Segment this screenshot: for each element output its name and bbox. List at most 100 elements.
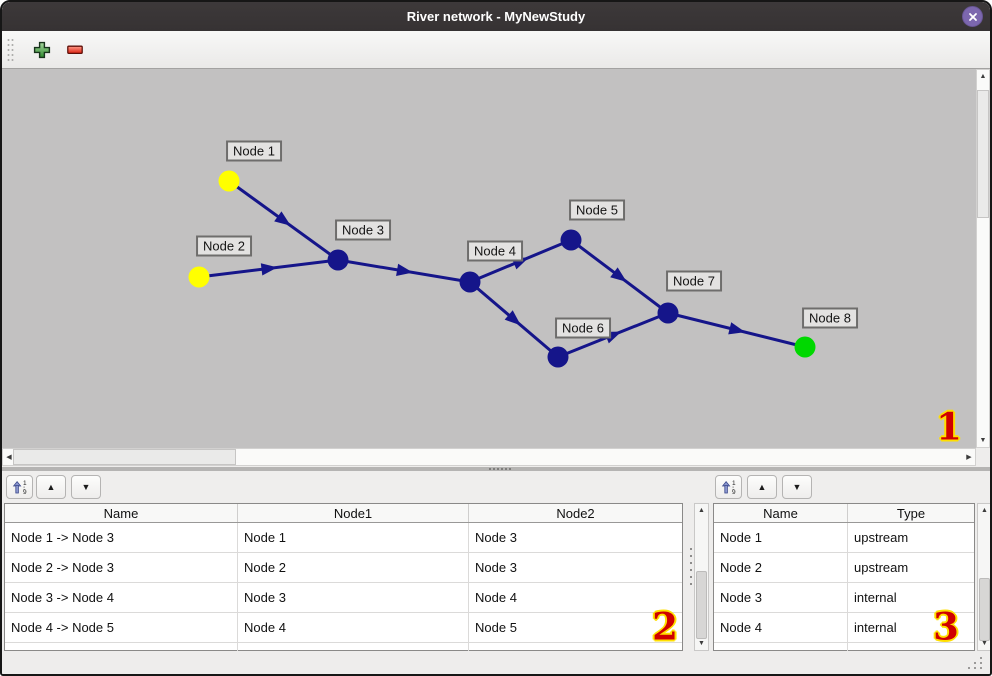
scroll-left-icon[interactable]: ◀ — [6, 453, 12, 461]
table-cell[interactable]: Node 1 -> Node 3 — [5, 523, 238, 553]
node-label-node-5[interactable]: Node 5 — [569, 199, 625, 221]
node-node-5[interactable] — [560, 229, 582, 251]
scroll-up-icon[interactable]: ▲ — [981, 507, 988, 514]
horizontal-scroll-thumb[interactable] — [13, 449, 236, 465]
edge-arrowhead-icon — [396, 263, 413, 276]
node-node-1[interactable] — [218, 170, 240, 192]
add-button[interactable] — [29, 37, 55, 63]
edge-arrowhead-icon — [728, 322, 746, 335]
node-label-node-8[interactable]: Node 8 — [802, 307, 858, 329]
node-label-node-7[interactable]: Node 7 — [666, 270, 722, 292]
table-cell[interactable]: Node 3 -> Node 4 — [5, 583, 238, 613]
table-cell[interactable]: Node 4 — [469, 583, 682, 613]
scroll-down-icon[interactable]: ▼ — [698, 640, 705, 647]
network-canvas[interactable]: Node 1 Node 2 Node 3 Node 4 Node 5 Node 6 Node… — [2, 69, 976, 448]
table-cell[interactable]: Node 3 — [238, 583, 469, 613]
scroll-up-icon[interactable]: ▲ — [698, 507, 705, 514]
scroll-up-icon[interactable]: ▲ — [979, 73, 987, 80]
titlebar[interactable]: River network - MyNewStudy — [2, 2, 990, 31]
scroll-down-icon[interactable]: ▼ — [981, 640, 988, 647]
main-toolbar — [2, 31, 990, 69]
table-cell — [5, 643, 238, 651]
node-label-node-6[interactable]: Node 6 — [555, 317, 611, 339]
table-cell[interactable]: Node 1 — [714, 523, 848, 553]
column-header-type[interactable]: Type — [896, 505, 926, 521]
scroll-right-icon[interactable]: ▶ — [966, 453, 972, 461]
scroll-down-icon[interactable]: ▼ — [979, 437, 987, 444]
column-header-node1[interactable]: Node1 — [238, 504, 469, 522]
move-down-button-connections[interactable]: ▼ — [71, 475, 101, 499]
pane-toolbar-row: 1 9 ▲ ▼ 1 9 ▲ ▼ — [2, 471, 990, 502]
window-title: River network - MyNewStudy — [406, 9, 586, 24]
node-label-node-4[interactable]: Node 4 — [467, 240, 523, 262]
column-header-name[interactable]: Name — [5, 504, 238, 522]
connections-table-scrollbar[interactable]: ▲ ▼ — [694, 503, 709, 651]
node-node-6[interactable] — [547, 346, 569, 368]
svg-text:9: 9 — [23, 489, 27, 495]
horizontal-splitter[interactable] — [2, 467, 990, 471]
node-label-node-1[interactable]: Node 1 — [226, 140, 282, 162]
move-up-button-connections[interactable]: ▲ — [36, 475, 66, 499]
table-cell[interactable]: Node 4 — [238, 613, 469, 643]
close-button[interactable] — [962, 6, 983, 27]
vertical-scroll-thumb[interactable] — [977, 90, 989, 218]
svg-text:1: 1 — [23, 480, 27, 487]
sort-ascending-1-9-icon: 1 9 — [721, 480, 736, 495]
table-scroll-thumb[interactable] — [979, 578, 990, 641]
table-cell[interactable]: Node 3 — [469, 523, 682, 553]
table-scroll-thumb[interactable] — [696, 571, 707, 639]
node-node-4[interactable] — [459, 271, 481, 293]
remove-button[interactable] — [62, 37, 88, 63]
edge-arrowhead-icon — [504, 310, 521, 326]
move-up-button-nodes[interactable]: ▲ — [747, 475, 777, 499]
node-label-node-3[interactable]: Node 3 — [335, 219, 391, 241]
table-cell[interactable]: Node 4 — [714, 613, 848, 643]
toolbar-drag-handle[interactable] — [6, 37, 15, 63]
node-node-7[interactable] — [657, 302, 679, 324]
column-header-name[interactable]: Name — [714, 504, 848, 522]
table-cell[interactable]: Node 3 — [469, 553, 682, 583]
table-cell[interactable]: Node 4 -> Node 5 — [5, 613, 238, 643]
pane-splitter-grip[interactable] — [690, 548, 692, 586]
resize-grip-icon[interactable] — [960, 656, 986, 671]
move-down-button-nodes[interactable]: ▼ — [782, 475, 812, 499]
table-cell[interactable]: Node 3 — [714, 583, 848, 613]
canvas-vertical-scrollbar[interactable]: ▲ ▼ — [976, 69, 990, 448]
node-label-node-2[interactable]: Node 2 — [196, 235, 252, 257]
table-cell — [714, 643, 848, 651]
sort-button-connections[interactable]: 1 9 — [6, 475, 33, 499]
node-node-2[interactable] — [188, 266, 210, 288]
sort-button-nodes[interactable]: 1 9 — [715, 475, 742, 499]
node-node-3[interactable] — [327, 249, 349, 271]
svg-text:1: 1 — [732, 480, 736, 487]
table-cell — [238, 643, 469, 651]
splitter-grip-dots — [489, 468, 511, 470]
table-cell[interactable]: Node 2 — [714, 553, 848, 583]
table-cell[interactable]: upstream — [848, 523, 974, 553]
node-node-8[interactable] — [794, 336, 816, 358]
move-down-icon: ▼ — [792, 482, 802, 492]
table-cell[interactable]: internal — [848, 613, 974, 643]
table-cell[interactable]: upstream — [848, 553, 974, 583]
table-cell[interactable]: Node 5 — [469, 613, 682, 643]
canvas-horizontal-scrollbar[interactable]: ◀ ▶ — [2, 448, 976, 466]
edge-arrowhead-icon — [260, 263, 278, 276]
move-up-icon: ▲ — [757, 482, 767, 492]
table-cell[interactable]: internal — [848, 583, 974, 613]
table-cell[interactable]: Node 2 — [238, 553, 469, 583]
column-header-node2[interactable]: Node2 — [556, 505, 595, 521]
nodes-table-scrollbar[interactable]: ▲ ▼ — [977, 503, 990, 651]
table-cell[interactable]: Node 2 -> Node 3 — [5, 553, 238, 583]
table-cell[interactable]: Node 1 — [238, 523, 469, 553]
